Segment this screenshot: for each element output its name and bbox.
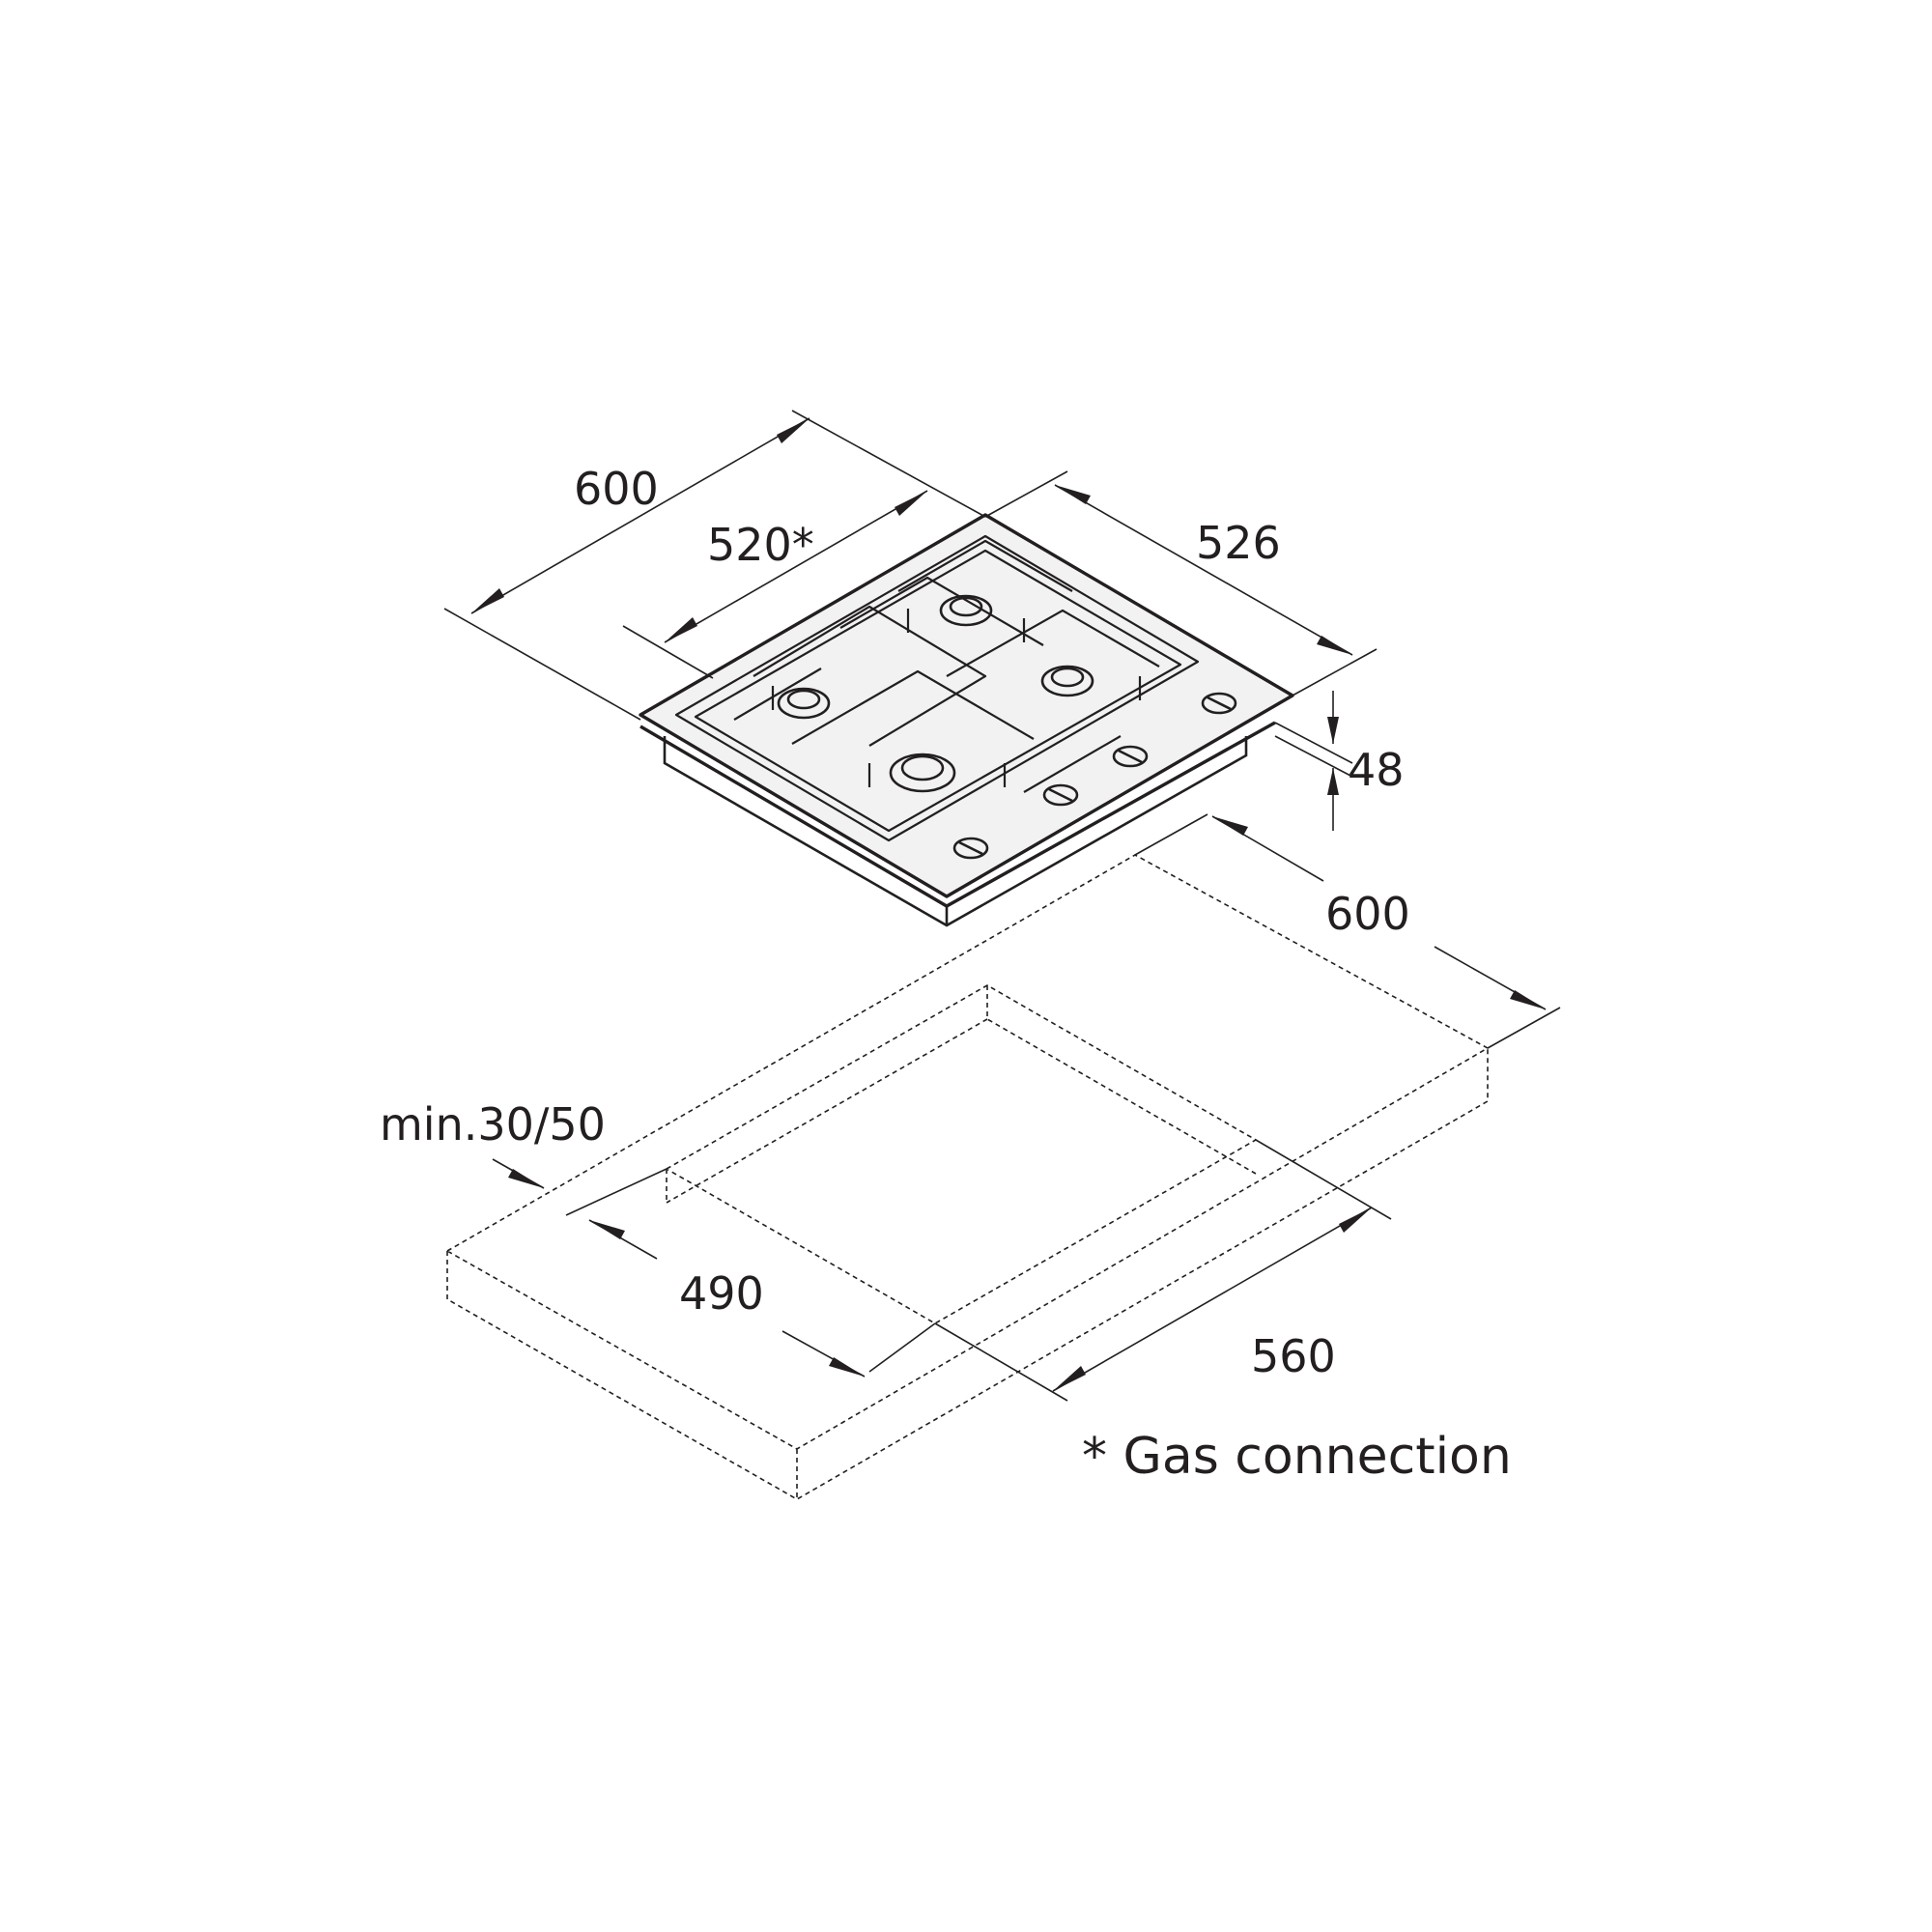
label-hob-height: 48 [1348,744,1405,796]
label-footnote-gas-connection: * Gas connection [1082,1428,1512,1486]
label-cutout-depth: 490 [679,1267,764,1320]
dimension-cabinet-depth [1134,813,1561,1049]
knob-2 [1042,783,1079,807]
control-knobs [952,692,1237,860]
label-cabinet-depth: 600 [1325,888,1410,940]
label-gas-connection-pos: 520* [707,519,814,571]
burner-front-wok [889,753,956,793]
burner-right [1040,665,1094,697]
burners [777,594,1094,793]
burner-rear [939,594,993,627]
burner-left [777,687,831,720]
dimension-worktop-thickness [492,1158,545,1189]
gas-hob [639,513,1294,927]
knob-4 [1201,692,1237,715]
dimension-hob-depth [984,470,1378,696]
label-hob-width: 600 [574,463,659,515]
pan-supports [674,534,1200,842]
label-hob-depth: 526 [1196,517,1281,569]
dimension-cutout-width [934,1139,1392,1402]
worktop [446,854,1490,1500]
knob-1 [952,837,989,860]
knob-3 [1112,745,1149,768]
dimension-hob-width [443,410,986,721]
dimension-hob-height [1274,691,1353,831]
label-cutout-width: 560 [1251,1330,1336,1382]
label-worktop-min: min.30/50 [380,1098,606,1151]
dimension-cutout-depth [565,1168,936,1378]
dimension-gas-connection [622,490,928,679]
